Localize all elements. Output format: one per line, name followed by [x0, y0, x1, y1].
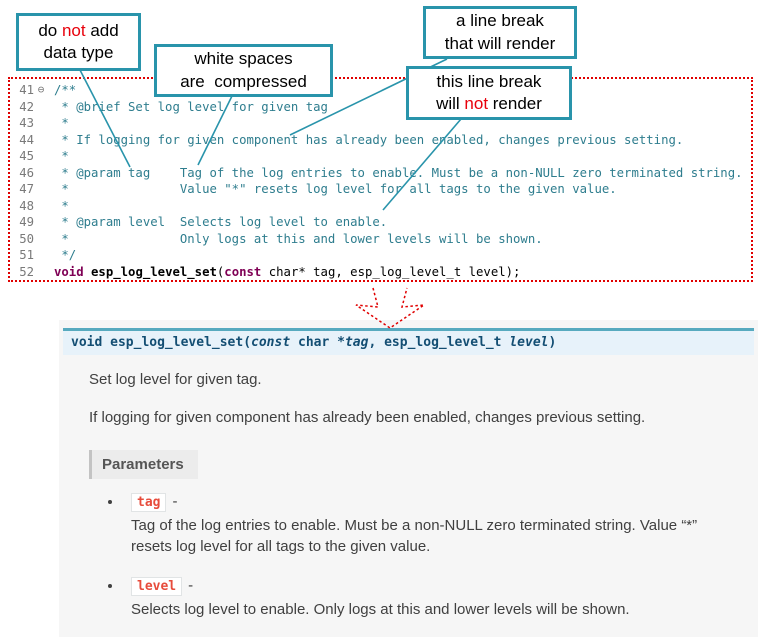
sig-return-type: void — [71, 335, 103, 350]
code-line: 47 * Value "*" resets log level for all … — [10, 181, 751, 198]
fold-icon — [34, 198, 48, 215]
line-number: 51 — [19, 248, 34, 262]
callout-text-red: not — [61, 20, 86, 40]
doc-brief: Set log level for given tag. — [89, 371, 262, 388]
code-line: 45 * — [10, 148, 751, 165]
code-text: * — [54, 116, 69, 130]
rendered-docs-panel: void esp_log_level_set(const char *tag, … — [59, 320, 758, 637]
param-name-tag: tag — [131, 493, 167, 512]
code-text: * @brief Set log level for given tag — [54, 99, 328, 114]
code-editor: 41 ⊖ /** 42 * @brief Set log level for g… — [8, 77, 753, 282]
parameter-item-tag: tag- Tag of the log entries to enable. M… — [123, 493, 726, 557]
function-name: esp_log_level_set — [91, 264, 217, 279]
line-number: 48 — [19, 198, 34, 213]
code-rest: char* tag, esp_log_level_t level); — [261, 264, 521, 279]
callout-line: data type — [43, 43, 114, 62]
callout-whitespace: white spaces are compressed — [154, 44, 333, 97]
code-text: * — [54, 149, 69, 163]
code-line: 42 * @brief Set log level for given tag — [10, 99, 751, 116]
code-line: 50 * Only logs at this and lower levels … — [10, 231, 751, 248]
param-name-level: level — [131, 577, 183, 596]
sig-arg-tag: tag — [344, 335, 369, 350]
code-line-function-declaration: 52 void esp_log_level_set(const char* ta… — [10, 264, 751, 281]
line-number: 52 — [19, 264, 34, 279]
fold-icon — [34, 264, 48, 281]
callout-text: do — [38, 20, 62, 40]
fold-icon — [34, 165, 48, 182]
code-line: 49 * @param level Selects log level to e… — [10, 214, 751, 231]
code-text: * — [54, 198, 69, 213]
line-number: 50 — [19, 231, 34, 246]
fold-icon — [34, 214, 48, 231]
code-text: * Value "*" resets log level for all tag… — [54, 182, 617, 196]
callout-line: this line break — [436, 71, 542, 91]
fold-icon — [34, 231, 48, 248]
fold-minus-icon: ⊖ — [37, 83, 45, 96]
callout-text: render — [488, 94, 542, 113]
parameter-item-level: level- Selects log level to enable. Only… — [123, 577, 726, 620]
sig-paren-open: ( — [243, 335, 252, 350]
code-text: /** — [54, 83, 77, 97]
sig-comma: , — [368, 335, 385, 350]
callout-break-norender: this line break will not render — [406, 66, 572, 120]
sig-type2: esp_log_level_t — [384, 335, 510, 350]
line-number: 49 — [19, 215, 34, 229]
sig-type1: char * — [290, 335, 345, 350]
sig-const-keyword: const — [251, 335, 291, 350]
line-number: 45 — [19, 149, 34, 163]
line-number: 41 — [19, 83, 34, 97]
line-number: 43 — [19, 116, 34, 130]
parameters-list: tag- Tag of the log entries to enable. M… — [105, 493, 726, 620]
callout-line: will not render — [436, 93, 542, 115]
code-text: */ — [54, 248, 77, 262]
doc-body: Set log level for given tag. If logging … — [63, 369, 754, 620]
code-text: * @param level Selects log level to enab… — [54, 215, 388, 229]
code-text: * @param tag Tag of the log entries to e… — [54, 165, 743, 180]
doc-detail: If logging for given component has alrea… — [89, 409, 646, 426]
fold-icon — [34, 247, 48, 264]
param-dash: - — [188, 577, 194, 594]
sig-space — [102, 335, 110, 350]
line-number: 44 — [19, 132, 34, 147]
sig-arg-level: level — [509, 335, 549, 350]
fold-icon — [34, 148, 48, 165]
code-line: 43 * — [10, 115, 751, 132]
function-signature: void esp_log_level_set(const char *tag, … — [63, 328, 754, 355]
code-text: * If logging for given component has alr… — [54, 132, 684, 147]
code-line: 44 * If logging for given component has … — [10, 132, 751, 149]
parameters-heading: Parameters — [89, 450, 198, 479]
space — [84, 265, 91, 279]
code-line: 51 */ — [10, 247, 751, 264]
fold-icon — [34, 115, 48, 132]
callout-line: white spaces — [194, 49, 293, 69]
paren: ( — [216, 264, 225, 279]
line-number: 46 — [19, 165, 34, 180]
code-text: void esp_log_level_set(const char* tag, … — [48, 264, 520, 281]
sig-paren-close: ) — [548, 335, 557, 350]
fold-icon — [34, 99, 48, 116]
callout-text: will — [436, 94, 465, 113]
param-dash: - — [172, 493, 178, 510]
callout-text-red: not — [464, 94, 489, 113]
callout-line: are compressed — [180, 71, 307, 91]
sig-function-name: esp_log_level_set — [110, 335, 244, 350]
callout-line: a line break — [456, 11, 544, 31]
keyword-const: const — [224, 264, 262, 279]
callout-no-datatype: do not add data type — [16, 13, 141, 71]
code-text: * Only logs at this and lower levels wil… — [54, 231, 543, 246]
param-desc-level: Selects log level to enable. Only logs a… — [131, 601, 630, 618]
callout-line: that will render — [444, 33, 556, 53]
fold-icon — [34, 132, 48, 149]
code-line: 41 ⊖ /** — [10, 82, 751, 99]
keyword-void: void — [54, 264, 84, 279]
line-number: 42 — [19, 99, 34, 114]
code-line: 46 * @param tag Tag of the log entries t… — [10, 165, 751, 182]
param-desc-tag: Tag of the log entries to enable. Must b… — [131, 517, 698, 555]
code-line: 48 * — [10, 198, 751, 215]
line-number: 47 — [19, 182, 34, 196]
callout-line: do not add — [38, 20, 118, 42]
fold-icon — [34, 181, 48, 198]
callout-break-render: a line break that will render — [423, 6, 577, 59]
callout-text: add — [85, 20, 119, 40]
